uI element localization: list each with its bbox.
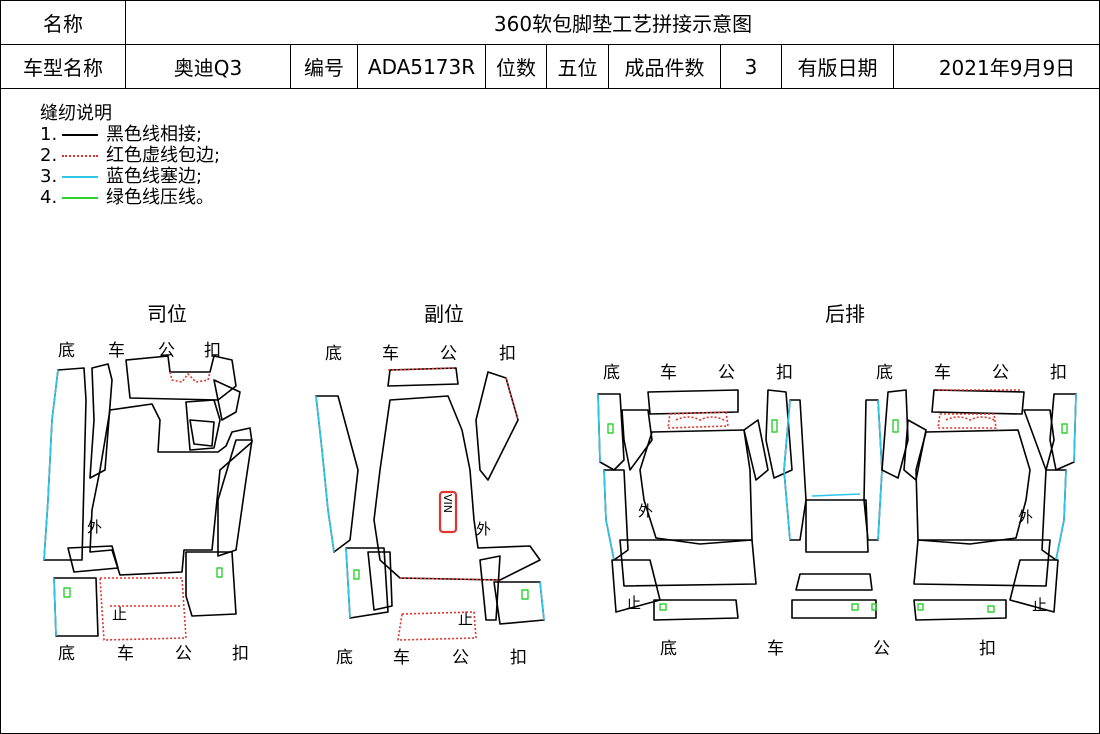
passenger-right-arm <box>475 371 519 481</box>
rear-left-top-label: 公 <box>718 363 735 383</box>
rear-right-outer-mark: 外 <box>1018 508 1034 526</box>
driver-footrest <box>99 577 187 641</box>
driver-right-strip <box>217 439 253 557</box>
date-label: 有版日期 <box>781 44 894 89</box>
rear-bottom-label: 公 <box>873 639 890 659</box>
passenger-left-strip <box>315 395 359 553</box>
rear-bottom-label: 车 <box>767 639 784 659</box>
legend-title: 缝纫说明 <box>40 103 112 124</box>
rear-center-hump <box>795 573 873 591</box>
red-dotted-line-swatch <box>62 154 98 157</box>
rear-left-top-label: 车 <box>660 363 677 383</box>
driver-bottom-label: 公 <box>175 644 192 664</box>
rear-right-side-strip <box>1049 393 1077 471</box>
passenger-bottom-label: 底 <box>336 648 353 668</box>
passenger-stop-mark: 止 <box>458 610 474 628</box>
driver-bottom-label: 车 <box>117 644 134 664</box>
passenger-bottom-label: 扣 <box>510 648 527 668</box>
driver-left-arm <box>89 363 113 479</box>
passenger-mat: VIN <box>315 367 545 641</box>
rear-left-main <box>639 429 753 545</box>
passenger-top-label: 车 <box>382 344 399 364</box>
rear-right-top-label: 扣 <box>1050 363 1067 383</box>
rear-left-top-label: 底 <box>603 363 620 383</box>
model-label: 车型名称 <box>0 44 126 89</box>
rear-left-top-label: 扣 <box>776 363 793 383</box>
passenger-top-strip <box>387 367 459 387</box>
legend-text: 绿色线压线。 <box>106 187 214 208</box>
model-value: 奥迪Q3 <box>125 44 291 89</box>
sewing-legend: 缝纫说明 1. 黑色线相接; 2. 红色虚线包边; 3. 蓝色线塞边; 4. 绿… <box>40 103 220 208</box>
legend-item-red: 2. 红色虚线包边; <box>40 145 220 166</box>
header-table: 名称 360软包脚垫工艺拼接示意图 车型名称 奥迪Q3 编号 ADA5173R … <box>0 0 1100 89</box>
driver-bottom-label: 底 <box>58 644 75 664</box>
rear-bottom-label: 底 <box>660 639 677 659</box>
rear-bottom-label: 扣 <box>979 639 996 659</box>
rear-right-top-bar <box>931 389 1025 415</box>
legend-text: 蓝色线塞边; <box>106 166 203 187</box>
rear-right-top-label: 底 <box>876 363 893 383</box>
rear-left-bottom-strip <box>653 599 739 621</box>
legend-item-black: 1. 黑色线相接; <box>40 124 220 145</box>
passenger-bottom-label: 公 <box>452 648 469 668</box>
passenger-right-low <box>493 581 545 625</box>
driver-lower-right <box>185 551 237 617</box>
vin-badge <box>438 490 458 534</box>
rear-center-tunnel <box>805 499 869 553</box>
passenger-top-label: 公 <box>440 344 457 364</box>
green-line-swatch <box>62 196 98 199</box>
header-row-info: 车型名称 奥迪Q3 编号 ADA5173R 位数 五位 成品件数 3 有版日期 … <box>0 44 1100 89</box>
header-row-title: 名称 360软包脚垫工艺拼接示意图 <box>0 0 1100 45</box>
rear-right-bottom-strip <box>913 599 1007 621</box>
passenger-main-body <box>373 395 541 581</box>
rear-right-main <box>915 429 1031 545</box>
rear-right-lower <box>913 539 1051 587</box>
pieces-value: 3 <box>720 44 782 89</box>
legend-text: 黑色线相接; <box>106 124 203 145</box>
diagram-title: 360软包脚垫工艺拼接示意图 <box>124 0 1100 45</box>
driver-main-body <box>89 403 253 576</box>
legend-item-blue: 3. 蓝色线塞边; <box>40 166 220 187</box>
driver-heel-pad <box>185 399 221 451</box>
passenger-footrest <box>397 611 477 641</box>
driver-top-label: 车 <box>108 341 125 361</box>
seats-label: 位数 <box>485 44 547 89</box>
rear-left-lower <box>619 539 757 587</box>
rear-center-tunnel-left <box>783 399 807 541</box>
passenger-section-title: 副位 <box>424 302 464 326</box>
legend-num: 3. <box>40 166 58 187</box>
code-label: 编号 <box>290 44 358 89</box>
driver-top-strip <box>125 355 237 401</box>
driver-bottom-label: 扣 <box>232 644 249 664</box>
legend-num: 1. <box>40 124 58 145</box>
black-line-swatch <box>62 133 98 136</box>
driver-stop-mark: 止 <box>112 605 128 623</box>
legend-num: 4. <box>40 187 58 208</box>
legend-text: 红色虚线包边; <box>106 145 221 166</box>
driver-right-wedge <box>213 379 241 421</box>
driver-top-label: 底 <box>58 341 75 361</box>
rear-section-title: 后排 <box>825 302 865 326</box>
rear-left-top-bar <box>647 389 739 415</box>
seats-value: 五位 <box>546 44 609 89</box>
driver-lower-left <box>53 577 99 637</box>
driver-mat <box>43 355 253 641</box>
code-value: ADA5173R <box>357 44 486 89</box>
rear-mat <box>597 389 1077 621</box>
passenger-outer-mark: 外 <box>476 520 492 538</box>
passenger-top-label: 扣 <box>499 344 516 364</box>
date-value: 2021年9月9日 <box>892 44 1100 89</box>
legend-item-green: 4. 绿色线压线。 <box>40 187 220 208</box>
legend-num: 2. <box>40 145 58 166</box>
rear-center-bottom <box>791 599 877 619</box>
rear-right-top-label: 公 <box>992 363 1009 383</box>
rear-right-top-label: 车 <box>934 363 951 383</box>
passenger-top-label: 底 <box>325 344 342 364</box>
blue-line-swatch <box>62 175 98 178</box>
passenger-bottom-label: 车 <box>393 648 410 668</box>
rear-left-side-strip <box>597 393 625 471</box>
driver-section-title: 司位 <box>147 302 187 326</box>
vin-badge-text: VIN <box>441 494 454 513</box>
